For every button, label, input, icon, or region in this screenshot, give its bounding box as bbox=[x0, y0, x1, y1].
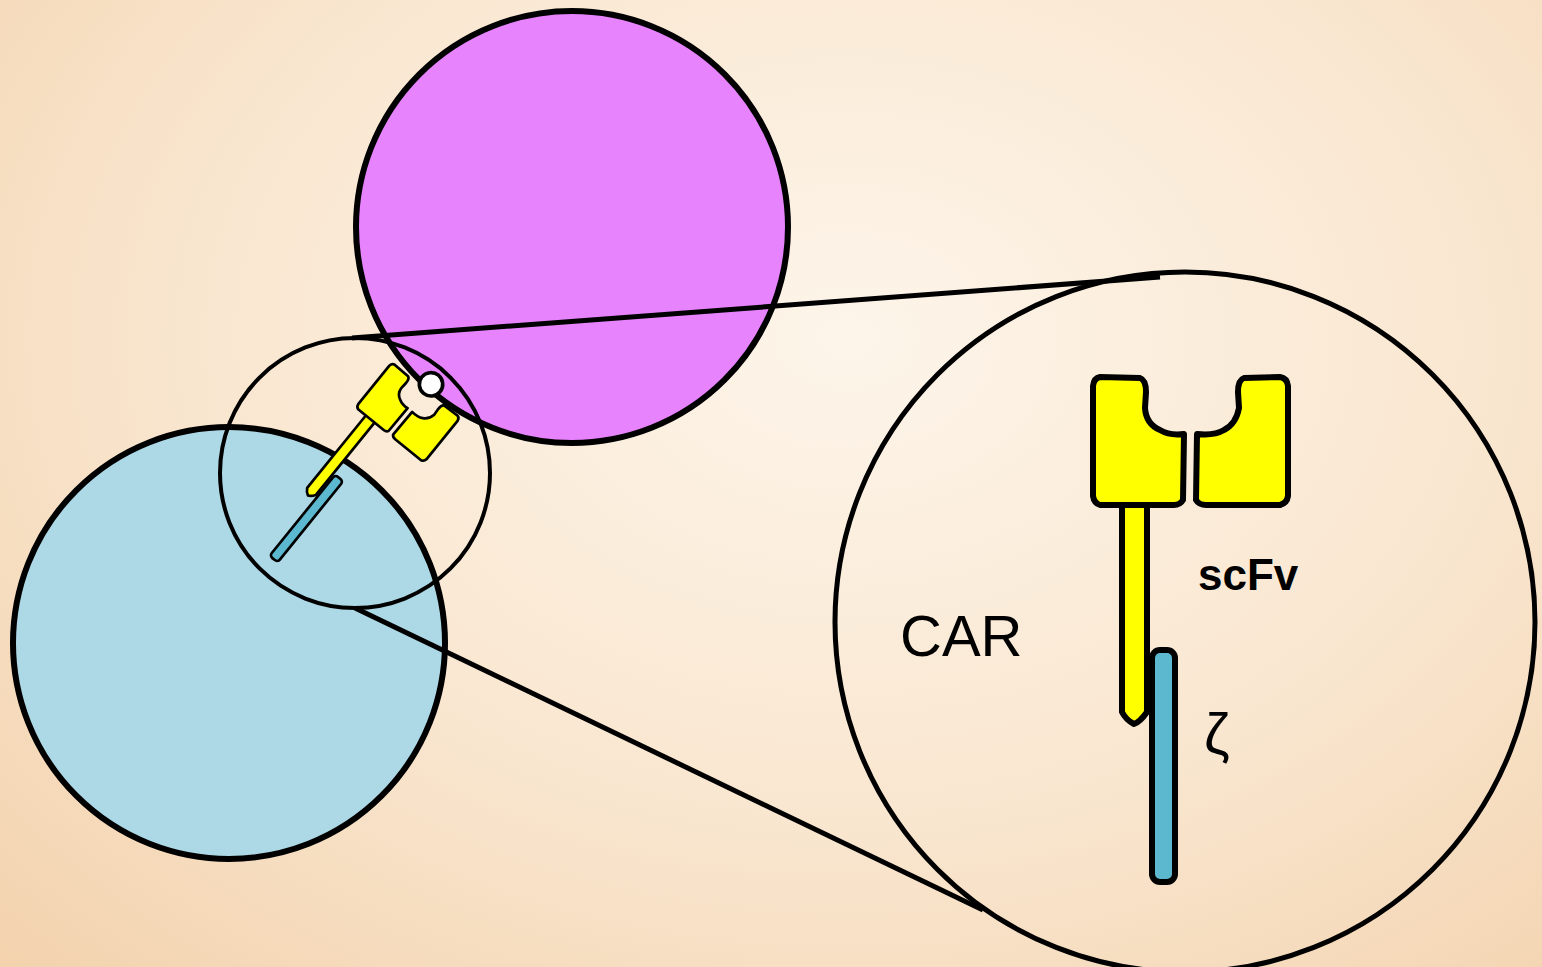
zoom-line bbox=[352, 277, 1160, 338]
zoom-circle bbox=[835, 272, 1535, 967]
target-cell bbox=[356, 11, 788, 443]
car-label: CAR bbox=[900, 607, 1022, 665]
zeta-label: ζ bbox=[1204, 705, 1230, 763]
zoom-line bbox=[355, 608, 983, 910]
t-cell bbox=[13, 427, 445, 859]
car-large bbox=[1093, 377, 1288, 882]
scfv-label: scFv bbox=[1198, 553, 1298, 597]
magnifier-circle bbox=[220, 338, 490, 608]
car-small bbox=[249, 347, 472, 594]
